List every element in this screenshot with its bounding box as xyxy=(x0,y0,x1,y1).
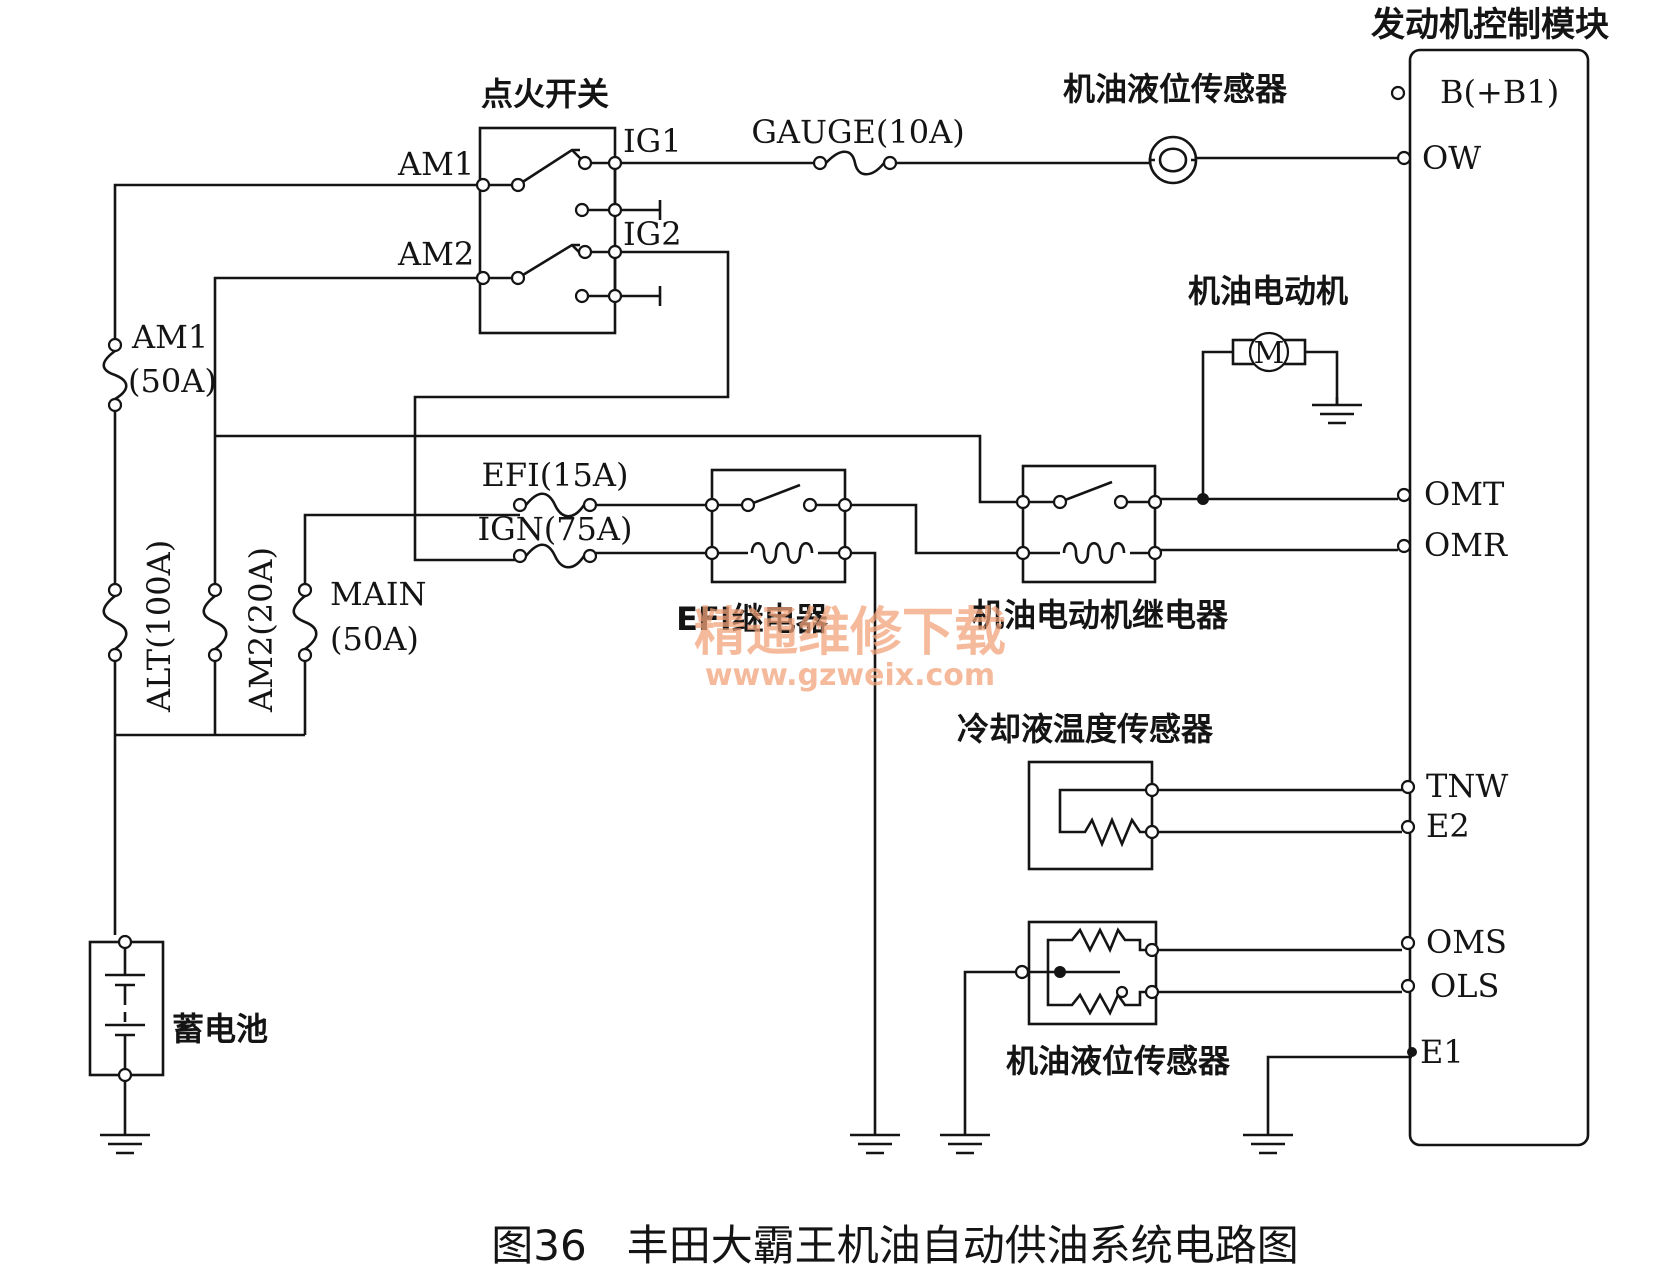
ecu-pin-omt: OMT xyxy=(1424,475,1505,513)
watermark-cn: 精通维修下载 xyxy=(694,603,1006,663)
ignition-switch-label-ig2: IG2 xyxy=(623,215,682,253)
oil-motor-relay-coil-icon xyxy=(1062,541,1126,565)
ground-icon xyxy=(1243,1133,1293,1155)
ground-icon xyxy=(940,1133,990,1155)
fuse-main-name: MAIN xyxy=(330,575,427,613)
ignition-switch-box xyxy=(478,126,617,335)
ignition-switch-terminals xyxy=(475,155,623,304)
ignition-switch-label-am2: AM2 xyxy=(397,235,474,273)
oil-motor: M 机油电动机 xyxy=(1188,272,1348,373)
fuse-alt: ALT(100A) xyxy=(102,540,178,713)
coolant-temp-sensor: 冷却液温度传感器 xyxy=(957,710,1214,871)
wiring xyxy=(113,156,1412,1135)
fuse-alt-label: ALT(100A) xyxy=(140,540,178,713)
diagram-caption: 图36 丰田大霸王机油自动供油系统电路图 xyxy=(491,1221,1299,1270)
fuse-am1: AM1 (50A) xyxy=(102,318,217,413)
battery-label: 蓄电池 xyxy=(172,1010,268,1048)
ground-icon xyxy=(850,1133,900,1155)
battery-icon xyxy=(105,942,145,1075)
efi-relay-box xyxy=(710,468,847,584)
ecu-pin-oms: OMS xyxy=(1426,923,1507,961)
ground-symbols xyxy=(100,397,1362,1155)
fuse-am2: AM2(20A) xyxy=(202,547,280,713)
ground-icon xyxy=(100,1133,150,1155)
fuse-gauge: GAUGE(10A) xyxy=(751,113,965,176)
oil-motor-label: 机油电动机 xyxy=(1188,272,1348,310)
oil-motor-icon xyxy=(1248,331,1290,373)
ecu-pin-omr: OMR xyxy=(1424,526,1508,564)
fuse-main: MAIN (50A) xyxy=(292,575,427,663)
oil-motor-relay: 机油电动机继电器 xyxy=(972,464,1229,634)
ignition-switch-label-ig1: IG1 xyxy=(623,122,682,160)
oil-level-sensor-bottom-label: 机油液位传感器 xyxy=(1006,1042,1231,1080)
battery-box xyxy=(88,940,165,1077)
efi-relay: EFI继电器 xyxy=(676,468,853,638)
fuse-gauge-label: GAUGE(10A) xyxy=(751,113,964,151)
fuse-ign-label: IGN(75A) xyxy=(478,510,633,548)
ecu-pin-tnw: TNW xyxy=(1426,767,1508,805)
ecu-pin-ols: OLS xyxy=(1430,967,1499,1005)
ground-icon xyxy=(1312,397,1362,425)
oil-level-sensor-top-label: 机油液位传感器 xyxy=(1063,70,1288,108)
fuse-efi-label: EFI(15A) xyxy=(482,456,629,494)
ecu-pin-b: B(+B1) xyxy=(1440,73,1559,111)
efi-relay-label: EFI继电器 xyxy=(676,600,829,638)
ecu-pin-terminals xyxy=(1390,85,1417,1057)
oil-level-sensor-gauge-icon xyxy=(1148,135,1198,185)
fuse-efi: EFI(15A) xyxy=(482,456,629,518)
coolant-temp-sensor-label: 冷却液温度传感器 xyxy=(957,710,1214,748)
ecu-pin-e1: E1 xyxy=(1420,1033,1464,1071)
ignition-switch-label-am1: AM1 xyxy=(397,145,474,183)
coolant-temp-resistor-icon xyxy=(1058,788,1152,848)
oil-motor-relay-box xyxy=(1021,464,1157,584)
ecu-module: 发动机控制模块 B(+B1) OW OMT OMR TNW E2 OMS OLS… xyxy=(1371,5,1609,1147)
efi-relay-coil-icon xyxy=(750,541,814,565)
ecu-title: 发动机控制模块 xyxy=(1371,5,1609,45)
coolant-temp-sensor-box xyxy=(1027,760,1154,871)
battery: 蓄电池 xyxy=(88,934,268,1083)
oil-motor-symbol: M xyxy=(1254,336,1285,371)
watermark-url: www.gzweix.com xyxy=(705,658,995,693)
ecu-pin-e2: E2 xyxy=(1426,807,1470,845)
oil-motor-relay-label: 机油电动机继电器 xyxy=(972,596,1229,634)
fuse-am2-label: AM2(20A) xyxy=(242,547,280,713)
oil-level-sensor-top: 机油液位传感器 xyxy=(1063,70,1288,185)
ignition-switch-title: 点火开关 xyxy=(481,75,609,113)
oil-level-sensor-bottom: 机油液位传感器 xyxy=(1006,920,1231,1080)
fuse-am1-rating: (50A) xyxy=(128,362,217,400)
fuse-ign: IGN(75A) xyxy=(478,510,633,569)
ecu-module-box xyxy=(1408,48,1590,1147)
ecu-pin-ow: OW xyxy=(1422,139,1481,177)
fuse-main-rating: (50A) xyxy=(330,620,419,658)
fuse-am1-name: AM1 xyxy=(131,318,208,356)
ignition-switch: 点火开关 AM1 AM2 IG1 IG2 xyxy=(397,75,682,335)
